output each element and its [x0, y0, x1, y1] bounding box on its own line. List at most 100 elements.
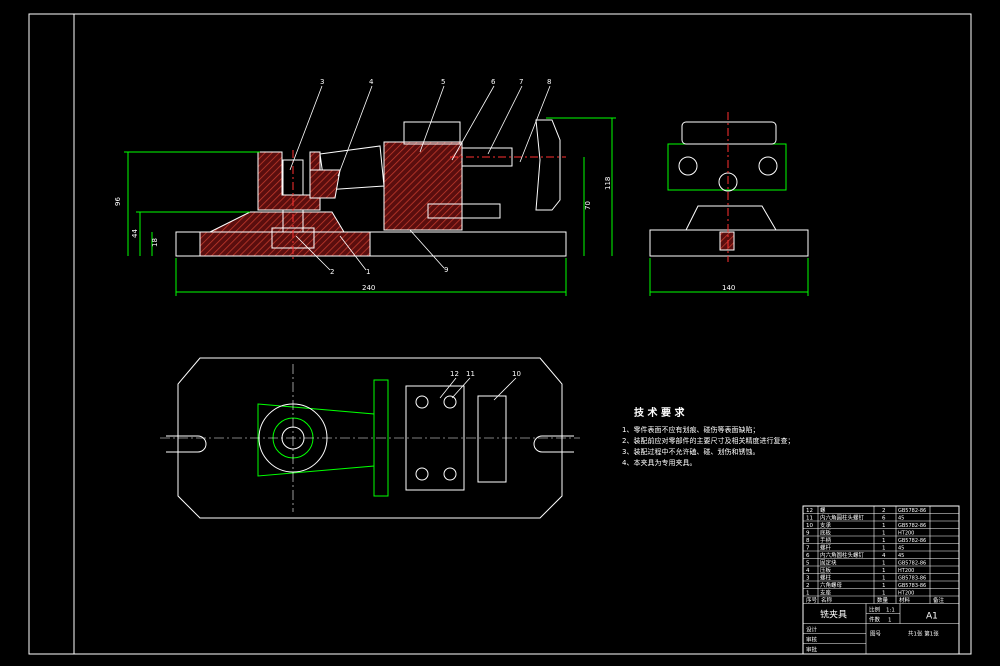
approve-label: 审批 — [806, 646, 818, 654]
dim-label: 118 — [604, 177, 612, 190]
bom-cell-number: 2 — [806, 583, 810, 589]
bom-cell-material: HT200 — [898, 568, 914, 574]
bom-cell-name: 六角螺母 — [820, 581, 843, 589]
bom-cell-material: GB5782-86 — [898, 523, 926, 529]
bom-cell-name: 螺杆 — [820, 544, 832, 552]
bom-cell-name: 固定块 — [820, 559, 837, 567]
bom-cell-material: 45 — [898, 546, 904, 552]
bom-cell-number: 1 — [806, 591, 810, 597]
size-code: A1 — [926, 612, 938, 622]
bom-cell-name: 手柄 — [820, 536, 832, 544]
scale-value: 1:1 — [886, 608, 895, 614]
callout-number: 10 — [512, 370, 521, 378]
inner-frame — [73, 13, 972, 655]
bom-cell-name: 底板 — [820, 529, 832, 537]
bom-cell-number: 11 — [806, 516, 813, 522]
bom-cell-qty: 1 — [882, 568, 886, 574]
dim-label: 140 — [722, 284, 735, 292]
dim-label: 96 — [114, 197, 122, 206]
plan-bolt — [443, 395, 457, 409]
plan-base — [177, 357, 563, 519]
bom-cell-number: 7 — [806, 546, 810, 552]
sheet-info: 共1张 第1张 — [908, 630, 939, 638]
plan-view: 12 11 10 — [160, 357, 580, 519]
tech-item: 4、本夹具为专用夹具。 — [622, 458, 696, 467]
bom-cell-material: GB5783-86 — [898, 576, 926, 582]
callout-number: 8 — [547, 78, 551, 86]
callout-number: 9 — [444, 266, 448, 274]
plan-bolt — [415, 467, 429, 481]
bom-cell-qty: 1 — [882, 561, 886, 567]
bom-grid — [802, 505, 960, 654]
bom-cell-name: 内六角圆柱头螺钉 — [820, 551, 865, 559]
bom-cell-material: GB5782-86 — [898, 561, 926, 567]
callout-number: 7 — [519, 78, 523, 86]
bom-cell-qty: 1 — [882, 523, 886, 529]
callout-number: 3 — [320, 78, 324, 86]
bom-cell-material: HT200 — [898, 531, 914, 537]
callouts — [289, 85, 551, 271]
plan-fixed-block — [405, 385, 465, 491]
bom-cell-qty: 1 — [882, 546, 886, 552]
bom-cell-qty: 4 — [882, 553, 886, 559]
count-value: 1 — [888, 618, 892, 624]
bom-cell-material: 45 — [898, 516, 904, 522]
callout-number: 12 — [450, 370, 459, 378]
bom-cell-material: GB5783-86 — [898, 583, 926, 589]
plan-support — [477, 395, 507, 483]
bom-cell-number: 12 — [806, 508, 813, 514]
check-label: 审核 — [806, 636, 818, 644]
bom-cell-name: 螺柱 — [820, 574, 832, 582]
fixed-block — [383, 141, 463, 231]
tech-title: 技 术 要 求 — [634, 406, 685, 419]
base-plate — [175, 231, 567, 257]
tech-item: 1、零件表面不应有划痕、碰伤等表面缺陷； — [622, 425, 759, 434]
fixed-block-top — [403, 121, 461, 145]
bom-cell-number: 3 — [806, 576, 810, 582]
bom-header-cell: 材料 — [899, 596, 911, 604]
bolt — [427, 203, 501, 219]
side-handle — [681, 121, 777, 145]
dim-label: 70 — [584, 201, 592, 210]
plan-upright — [373, 379, 389, 497]
callout-number: 4 — [369, 78, 374, 86]
slot-left — [166, 435, 207, 453]
bom-header-cell: 备注 — [933, 596, 945, 604]
callout-number: 1 — [366, 268, 370, 276]
bolt-circle — [678, 156, 698, 176]
support-cup — [257, 151, 321, 211]
callout-number: 2 — [330, 268, 334, 276]
side-support — [685, 205, 777, 231]
bom-cell-material: 45 — [898, 553, 904, 559]
side-stud — [719, 231, 735, 251]
count-label: 件数 — [869, 616, 881, 624]
clamp-arm-hatch — [309, 169, 341, 199]
dim-label: 44 — [131, 229, 139, 238]
side-block — [667, 143, 787, 191]
bom-cell-number: 8 — [806, 538, 810, 544]
bom-header-cell: 数量 — [877, 596, 889, 604]
bom-cell-material: HT200 — [898, 591, 914, 597]
front-view: 96 44 18 240 70 118 3 4 5 6 7 8 2 1 9 — [114, 78, 616, 296]
bom-cell-qty: 1 — [882, 576, 886, 582]
callout-number: 11 — [466, 370, 475, 378]
side-view: 140 — [649, 112, 809, 296]
bom-cell-number: 6 — [806, 553, 810, 559]
bom-cell-qty: 1 — [882, 531, 886, 537]
support-body — [209, 211, 345, 233]
scale-label: 比例 — [869, 606, 881, 614]
bom-cell-name: 螺 — [820, 506, 826, 514]
bom-cell-name: 压板 — [820, 566, 832, 574]
bom-cell-number: 5 — [806, 561, 810, 567]
tech-item: 2、装配前应对零部件的主要尺寸及相关精度进行复查； — [622, 436, 794, 445]
tech-item: 3、装配过程中不允许磕、碰、划伤和锈蚀。 — [622, 447, 759, 456]
bolt-circle — [758, 156, 778, 176]
bom-cell-name: 支座 — [820, 589, 832, 597]
bom-cell-qty: 2 — [882, 508, 886, 514]
drawing-label: 图号 — [870, 630, 882, 638]
tech-requirements: 技 术 要 求 1、零件表面不应有划痕、碰伤等表面缺陷； 2、装配前应对零部件的… — [622, 406, 794, 467]
bom-cell-number: 10 — [806, 523, 813, 529]
